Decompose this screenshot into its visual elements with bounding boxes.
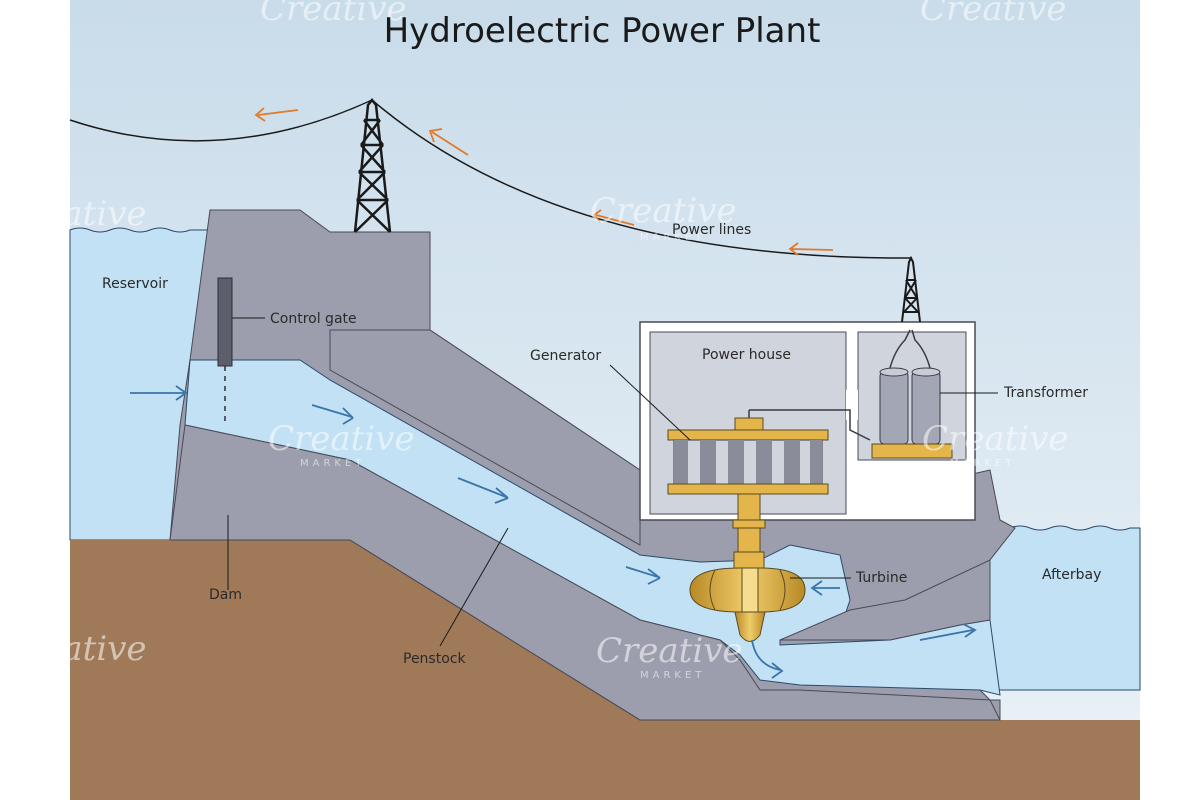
- label-power-lines: Power lines: [672, 222, 751, 238]
- label-reservoir: Reservoir: [102, 276, 168, 292]
- generator-bottom-plate: [667, 483, 829, 495]
- afterbay-water: [979, 525, 1141, 691]
- ground: [70, 540, 1140, 800]
- label-afterbay: Afterbay: [1042, 567, 1101, 583]
- power-line-right: [371, 99, 912, 259]
- svg-text:MARKET: MARKET: [640, 232, 705, 243]
- generator-body: [673, 439, 823, 485]
- svg-text:Creative: Creative: [920, 0, 1067, 29]
- label-transformer: Transformer: [1003, 385, 1088, 401]
- reservoir-water: [69, 227, 211, 541]
- svg-text:Creative: Creative: [0, 194, 147, 234]
- label-turbine: Turbine: [855, 570, 907, 586]
- svg-text:MARKET: MARKET: [300, 458, 365, 469]
- svg-text:Creative: Creative: [596, 631, 743, 671]
- generator-top-plate: [667, 429, 829, 441]
- label-dam: Dam: [209, 587, 242, 603]
- generator-top-cap: [734, 417, 764, 431]
- label-generator: Generator: [530, 348, 601, 364]
- watermarks: Creative Creative Creative MARKET Creati…: [0, 0, 1069, 681]
- svg-text:Creative: Creative: [0, 629, 147, 669]
- leader-lines: [227, 317, 998, 647]
- draft-tube-block: [779, 559, 991, 641]
- penstock-lower-wall: [169, 424, 1001, 721]
- label-penstock: Penstock: [403, 651, 466, 667]
- partition-gap: [846, 390, 858, 420]
- svg-text:Creative: Creative: [260, 0, 407, 29]
- power-flow-arrows: [254, 107, 834, 256]
- penstock-upper-wall: [329, 329, 641, 546]
- generator-to-transformer-cable: [749, 409, 871, 441]
- svg-text:MARKET: MARKET: [0, 235, 65, 246]
- svg-text:Creative: Creative: [590, 191, 737, 231]
- label-control-gate: Control gate: [270, 311, 357, 327]
- turbine: [689, 551, 806, 642]
- svg-text:MARKET: MARKET: [950, 458, 1015, 469]
- shaft-coupling: [732, 519, 766, 529]
- svg-text:Creative: Creative: [922, 419, 1069, 459]
- label-power-house: Power house: [702, 347, 791, 363]
- power-line-left: [69, 99, 373, 142]
- svg-text:MARKET: MARKET: [0, 670, 65, 681]
- svg-text:Creative: Creative: [268, 419, 415, 459]
- svg-text:MARKET: MARKET: [640, 670, 705, 681]
- diagram-title: Hydroelectric Power Plant: [384, 11, 821, 51]
- transformer: [871, 329, 953, 459]
- water-flow-arrows: [130, 385, 977, 679]
- transmission-tower-large: [353, 97, 392, 233]
- control-gate: [217, 277, 233, 367]
